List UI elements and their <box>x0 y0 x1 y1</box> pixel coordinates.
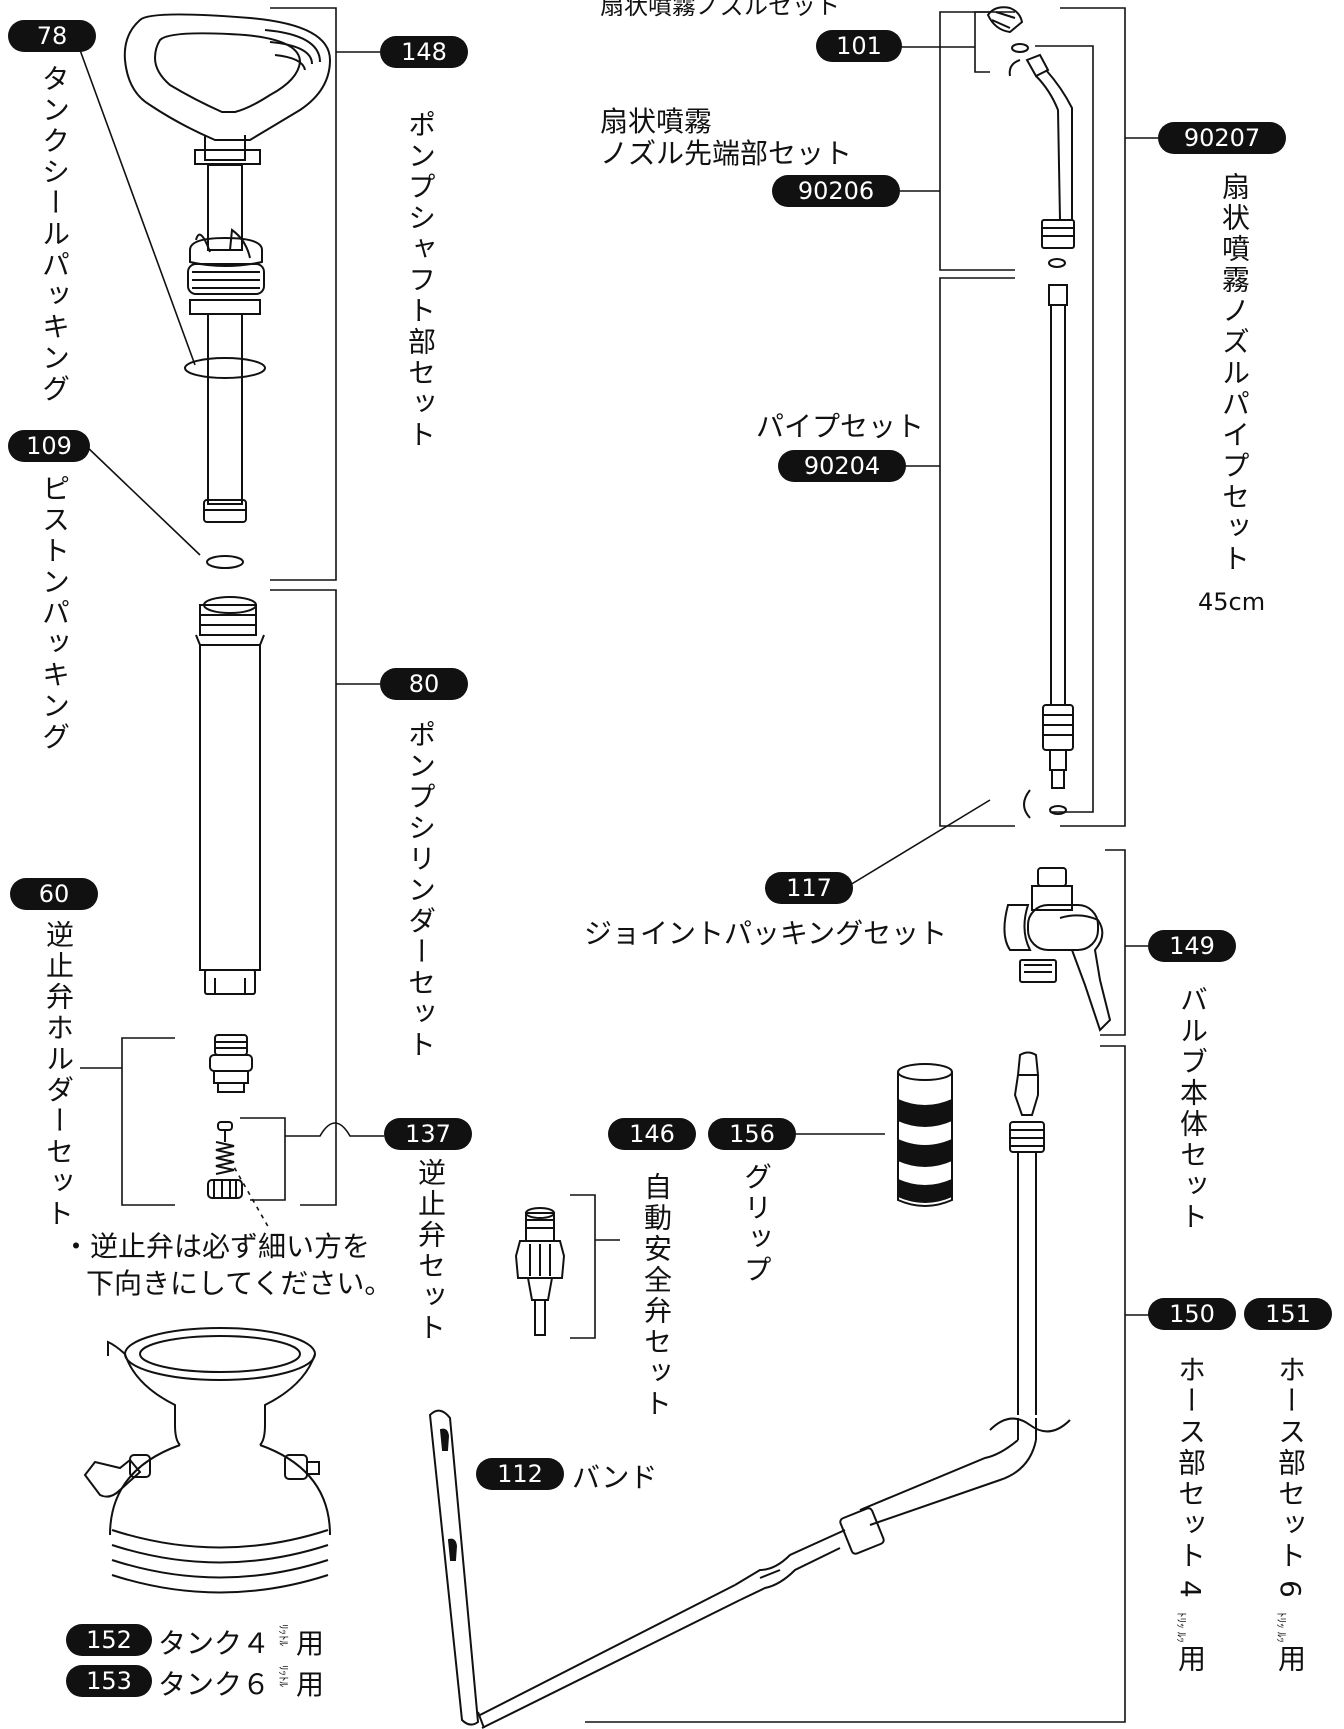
label-hose-6-num: 6 <box>1274 1580 1307 1601</box>
badge-90204: 90204 <box>778 450 906 482</box>
label-hose-set-6: ホース部セット <box>1274 1355 1307 1572</box>
badge-90206: 90206 <box>772 175 900 207</box>
label-valve-body-set: バルブ本体セット <box>1176 985 1209 1233</box>
hose-drawing <box>477 1051 1071 1729</box>
label-tank4-use: 用 <box>296 1627 325 1660</box>
tank-drawing <box>83 1327 331 1594</box>
badge-60: 60 <box>10 878 98 910</box>
badge-137: 137 <box>384 1118 472 1150</box>
check-valve-holder-drawing <box>209 1034 253 1093</box>
badge-109: 109 <box>8 430 90 462</box>
leader-lines <box>79 7 1158 1723</box>
label-fan-nozzle-pipe-set: 扇状噴霧ノズルパイプセット <box>1218 172 1251 575</box>
label-note-line2: 下向きにしてください。 <box>86 1267 393 1300</box>
label-band: バンド <box>572 1461 658 1494</box>
badge-153: 153 <box>66 1665 152 1697</box>
label-grip: グリップ <box>740 1162 773 1286</box>
label-hose-4-use: 用 <box>1174 1644 1207 1675</box>
valve-body-drawing <box>1003 867 1112 1032</box>
label-hose-4-liter: ﾄﾘｯ ﾙｯ <box>1175 1612 1188 1643</box>
label-hose-4-num: 4 <box>1174 1580 1207 1601</box>
band-drawing <box>428 1409 480 1726</box>
grip-drawing <box>897 1063 953 1207</box>
label-pump-shaft-set: ポンプシャフト部セット <box>404 110 437 451</box>
label-check-valve-set: 逆止弁セット <box>414 1158 447 1344</box>
label-tank6: タンク６ <box>158 1668 271 1701</box>
fan-nozzle-drawing <box>986 6 1075 268</box>
label-fan-nozzle-tip-line1: 扇状噴霧 <box>600 105 713 138</box>
label-joint-packing-set: ジョイントパッキングセット <box>584 917 948 950</box>
badge-146: 146 <box>608 1118 696 1150</box>
label-tank-seal-packing: タンクシールパッキング <box>38 64 71 405</box>
badge-101: 101 <box>816 30 902 62</box>
pump-cylinder-drawing <box>195 596 265 995</box>
badge-80: 80 <box>380 668 468 700</box>
label-note-line1: ・逆止弁は必ず細い方を <box>62 1230 371 1263</box>
badge-90207: 90207 <box>1158 122 1286 154</box>
pump-handle-drawing <box>123 13 332 569</box>
pipe-drawing <box>1023 284 1074 819</box>
check-valve-drawing <box>207 1121 243 1199</box>
badge-156: 156 <box>708 1118 796 1150</box>
label-pipe-length: 45cm <box>1198 588 1266 616</box>
label-tank6-use: 用 <box>296 1668 325 1701</box>
badge-117: 117 <box>765 872 853 904</box>
badge-78: 78 <box>8 20 96 52</box>
badge-149: 149 <box>1148 930 1236 962</box>
label-hose-set-4: ホース部セット <box>1174 1355 1207 1572</box>
label-fan-nozzle-set-top: 扇状噴霧ノズルセット <box>600 0 840 20</box>
label-hose-6-use: 用 <box>1274 1644 1307 1675</box>
label-tank4-liter: ﾘｯﾄﾙ <box>277 1624 290 1646</box>
badge-152: 152 <box>66 1624 152 1656</box>
badge-150: 150 <box>1148 1298 1236 1330</box>
label-pipe-set: パイプセット <box>756 410 925 443</box>
badge-148: 148 <box>380 36 468 68</box>
label-tank4: タンク４ <box>158 1627 271 1660</box>
label-hose-6-liter: ﾄﾘｯ ﾙｯ <box>1275 1612 1288 1643</box>
label-check-valve-holder-set: 逆止弁ホルダーセット <box>42 920 75 1230</box>
badge-112: 112 <box>476 1458 564 1490</box>
label-piston-packing: ピストンパッキング <box>38 474 71 753</box>
label-tank6-liter: ﾘｯﾄﾙ <box>277 1665 290 1687</box>
label-pump-cylinder-set: ポンプシリンダーセット <box>404 720 437 1061</box>
label-auto-safety-valve-set: 自動安全弁セット <box>640 1172 673 1420</box>
label-fan-nozzle-tip-line2: ノズル先端部セット <box>600 137 853 170</box>
safety-valve-drawing <box>514 1207 566 1336</box>
badge-151: 151 <box>1244 1298 1332 1330</box>
